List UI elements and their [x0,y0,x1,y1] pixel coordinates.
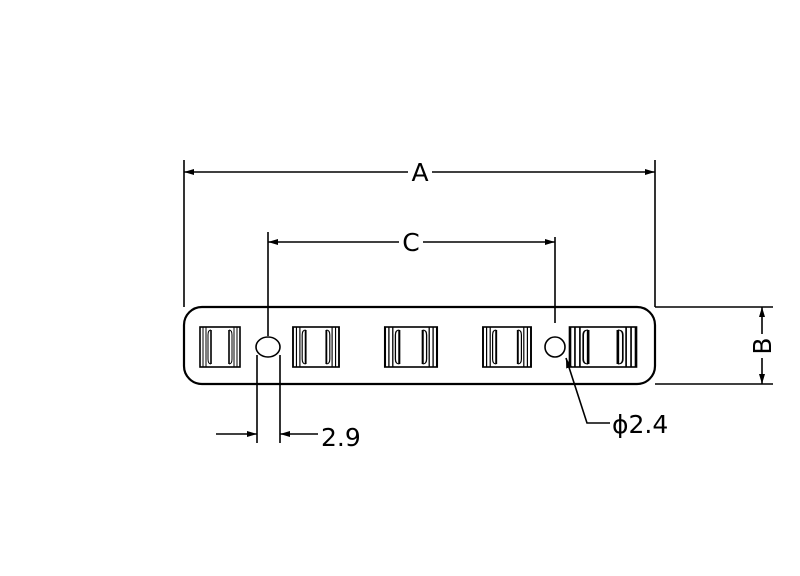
component-5 [568,325,638,369]
component-3 [383,325,439,369]
dimension-c-label: C [402,228,419,257]
dimension-b: B [655,306,777,385]
round-hole [544,336,566,358]
dimension-b-label: B [748,337,777,354]
dimension-a-label: A [411,158,428,187]
dimension-a: A [183,158,656,307]
dimension-hole-width: 2.9 [216,355,361,452]
component-1 [199,326,241,368]
dimension-c: C [267,228,556,336]
carrier-strip [182,305,657,386]
component-2 [292,326,340,368]
dimension-hole-diameter: ϕ2.4 [565,357,668,439]
hole-width-label: 2.9 [321,423,361,452]
hole-diameter-label: ϕ2.4 [612,410,668,439]
oval-hole [255,336,281,358]
component-4 [482,326,532,368]
